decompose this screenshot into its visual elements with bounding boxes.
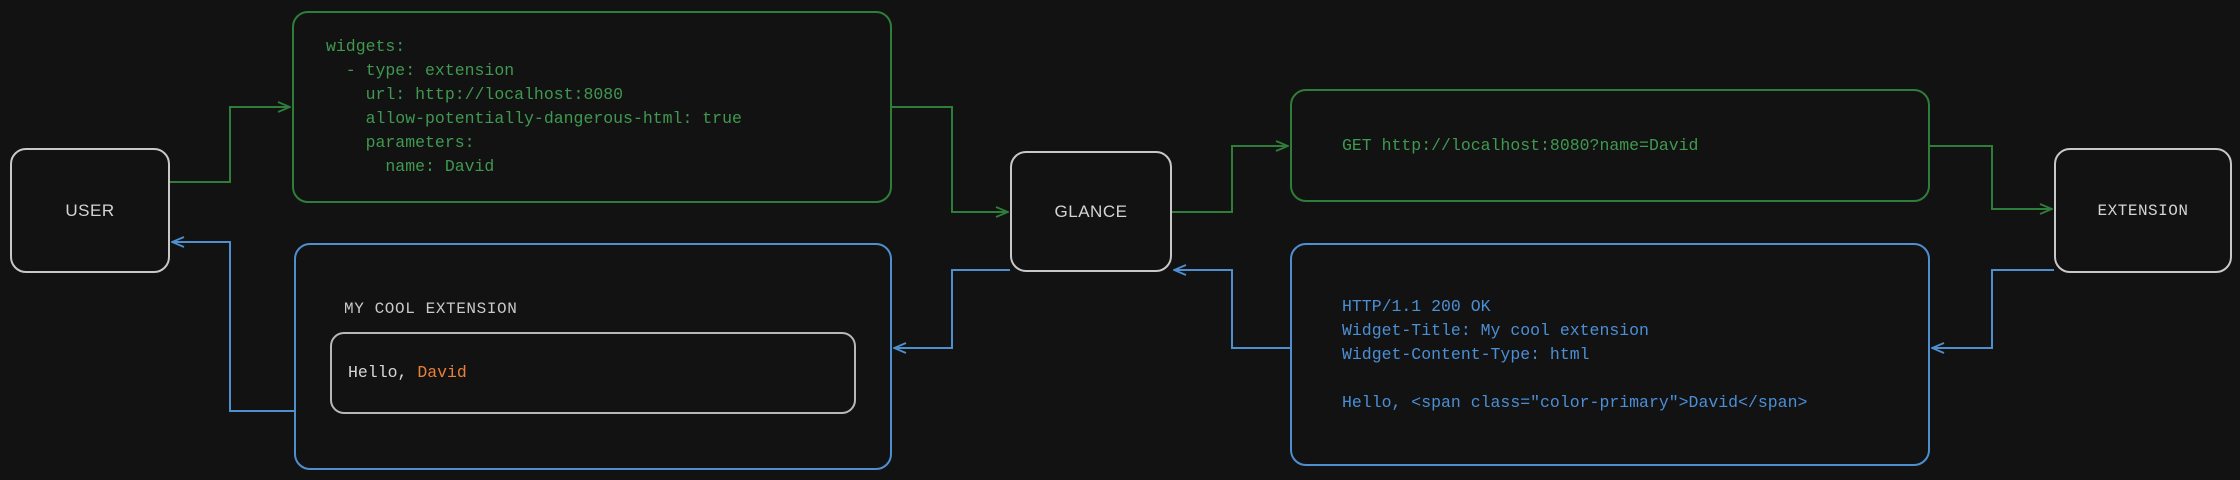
- wire-config-to-glance: [892, 106, 1008, 212]
- node-extension[interactable]: EXTENSION: [2054, 148, 2232, 273]
- node-glance-label: GLANCE: [1054, 201, 1128, 221]
- node-extension-label: EXTENSION: [2097, 201, 2189, 220]
- widget-content-card: Hello, David: [330, 331, 856, 414]
- wire-request-to-extension: [1930, 145, 2052, 209]
- yaml-config-text: widgets: - type: extension url: http://l…: [326, 37, 742, 176]
- http-response-text: HTTP/1.1 200 OK Widget-Title: My cool ex…: [1342, 296, 1808, 412]
- widget-body-prefix: Hello,: [348, 363, 418, 382]
- node-glance[interactable]: GLANCE: [1010, 151, 1172, 272]
- wire-response-to-glance: [1174, 270, 1290, 349]
- node-user[interactable]: USER: [10, 148, 170, 273]
- wire-glance-to-widget: [894, 269, 1010, 348]
- message-box-http-response: HTTP/1.1 200 OK Widget-Title: My cool ex…: [1290, 243, 1930, 466]
- node-user-label: USER: [65, 200, 115, 220]
- widget-body-highlight: David: [417, 363, 467, 382]
- widget-title: MY COOL EXTENSION: [344, 299, 518, 318]
- http-request-text: GET http://localhost:8080?name=David: [1342, 135, 1699, 155]
- widget-body: Hello, David: [348, 363, 467, 382]
- wire-user-to-config: [170, 107, 290, 183]
- message-box-rendered-widget: MY COOL EXTENSION Hello, David: [294, 243, 892, 470]
- wire-extension-to-response: [1932, 269, 2054, 348]
- message-box-http-request: GET http://localhost:8080?name=David: [1290, 89, 1930, 202]
- wire-widget-to-user: [172, 242, 294, 412]
- wire-glance-to-request: [1172, 146, 1288, 213]
- rendered-widget: MY COOL EXTENSION Hello, David: [296, 300, 890, 414]
- message-box-yaml-config: widgets: - type: extension url: http://l…: [292, 11, 892, 203]
